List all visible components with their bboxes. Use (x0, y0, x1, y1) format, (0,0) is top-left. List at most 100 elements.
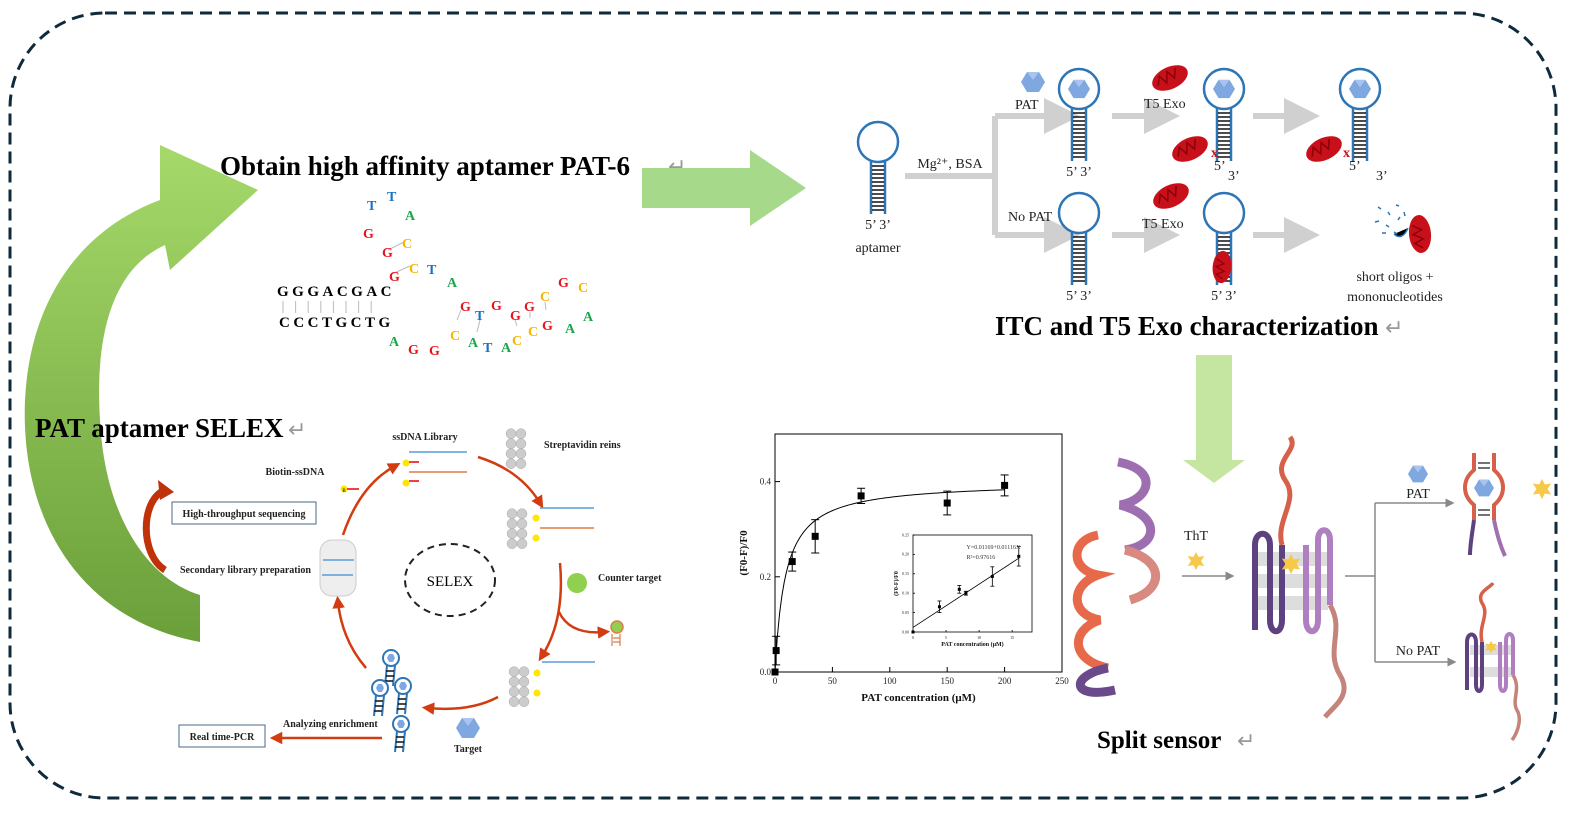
base-pair-line (544, 301, 547, 311)
ends-label: 5’ 3’ (1211, 289, 1237, 304)
base-pair-line (391, 265, 411, 275)
ends-label: 5’ 3’ (865, 218, 891, 233)
split-sensor-scheme: ThT PAT No PAT (1072, 435, 1552, 742)
y-tick-label: 0.15 (902, 571, 909, 576)
itc-title: ITC and T5 Exo characterization (995, 311, 1379, 341)
loop-base: T (475, 309, 485, 324)
loop-base: A (405, 209, 416, 224)
mononucleotides-label: mononucleotides (1347, 290, 1443, 305)
t5exo-scheme: 5’ 3’ aptamer Mg²⁺, BSA PAT No PAT 5’ 3’… (855, 59, 1446, 305)
y-tick-label: 0.4 (760, 477, 772, 487)
right-green-arrow (642, 150, 806, 226)
analyzing-label: Analyzing enrichment (283, 719, 378, 730)
stem-bottom-sequence: CCCTGCTG (279, 315, 394, 331)
bound-beads-icon (506, 508, 528, 549)
x-axis-label: PAT concentration (μM) (861, 692, 976, 704)
biotin-icon (402, 459, 410, 467)
data-point (772, 647, 780, 655)
ends-label: 5’ 3’ (1066, 165, 1092, 180)
g-quadruplex-icon (1252, 435, 1347, 719)
biotin-mark: B (342, 489, 346, 494)
rtpcr-box (178, 724, 266, 748)
free-hairpin-icon (1057, 191, 1101, 287)
hts-curved-arrow (142, 486, 168, 573)
pat-label: PAT (1015, 98, 1039, 113)
data-point (857, 492, 865, 500)
blocked-enzyme-icon (1301, 130, 1347, 168)
x-axis-label: PAT concentration (μM) (941, 641, 1003, 648)
loop-base: T (483, 341, 493, 356)
no-pat-label: No PAT (1008, 210, 1053, 225)
loop-base: C (409, 262, 419, 277)
aptamer-target-complex-icon (371, 679, 389, 717)
loop-base: G (382, 246, 393, 261)
target-label: Target (454, 744, 483, 755)
plot-frame (912, 534, 1033, 633)
loop-base: G (491, 299, 502, 314)
ends-label: 5’ 3’ (1066, 289, 1092, 304)
return-mark: ↵ (1385, 315, 1403, 340)
loop-base: G (363, 227, 374, 242)
loop-base: A (468, 336, 479, 351)
biotin-ssdna-label: Biotin-ssDNA (266, 467, 326, 478)
hts-box (171, 501, 317, 525)
biotin-icon (532, 534, 540, 542)
stem-top-sequence: GGGACGAC (277, 284, 395, 300)
loop-base: G (460, 300, 471, 315)
down-green-arrow (1183, 355, 1245, 483)
t5-label: T5 Exo (1142, 217, 1184, 232)
selex-title: PAT aptamer SELEX (35, 413, 284, 443)
cycle-branch-arrow (557, 611, 611, 639)
dashed-frame (8, 11, 1558, 800)
return-mark: ↵ (1237, 728, 1255, 753)
target-hexagon-icon (456, 718, 480, 738)
loop-base: C (512, 334, 522, 349)
split-title: Split sensor (1097, 727, 1221, 754)
pat-label: PAT (1406, 487, 1430, 502)
y-tick-label: 0.00 (902, 629, 909, 634)
secondary-library-label: Secondary library preparation (180, 565, 311, 576)
selex-ellipse (404, 543, 496, 617)
five-prime-label: 5’ (1349, 159, 1361, 174)
x-tick-label: 15 (1010, 635, 1014, 640)
pat-hexagon-icon (1021, 72, 1045, 92)
loop-base: C (578, 281, 588, 296)
loop-base: G (429, 344, 440, 359)
loop-base: A (583, 310, 594, 325)
x-tick-label: 0 (912, 635, 914, 640)
aptamer-target-complex-icon (394, 677, 412, 715)
x-tick-label: 50 (828, 676, 838, 686)
x-tick-label: 200 (998, 676, 1012, 686)
data-point (990, 575, 994, 579)
cycle-arrow (421, 695, 499, 715)
loop-base: G (389, 270, 400, 285)
biotin-icon (340, 485, 348, 493)
data-point (1001, 481, 1009, 489)
biotin-icon (533, 689, 541, 697)
biotin-icon (533, 669, 541, 677)
pat-bound-split-aptamer-icon (1463, 453, 1507, 557)
loop-base: G (542, 319, 553, 334)
loop-base: A (447, 276, 458, 291)
secondary-library-tube-icon (319, 539, 357, 597)
mg-bsa-label: Mg²⁺, BSA (917, 157, 983, 172)
y-tick-label: 0.10 (902, 591, 909, 596)
aptamer-label: aptamer (855, 241, 900, 256)
cycle-arrow (538, 562, 563, 662)
data-point (771, 668, 779, 676)
loop-base: C (540, 290, 550, 305)
tht-star-icon (1187, 551, 1205, 571)
data-point (1017, 554, 1021, 558)
loop-base: T (367, 199, 377, 214)
pat-hexagon-icon (1349, 79, 1371, 99)
cycle-arrow (341, 463, 401, 536)
streptavidin-beads-icon (505, 428, 527, 469)
no-pat-label: No PAT (1396, 644, 1441, 659)
block-x-icon: x (1211, 146, 1218, 161)
split-aptamer-helix-icon (1072, 457, 1161, 697)
x-tick-label: 150 (940, 676, 954, 686)
x-tick-label: 100 (883, 676, 897, 686)
pat-hexagon-icon (1213, 79, 1235, 99)
five-prime-label: 5’ (1214, 159, 1226, 174)
